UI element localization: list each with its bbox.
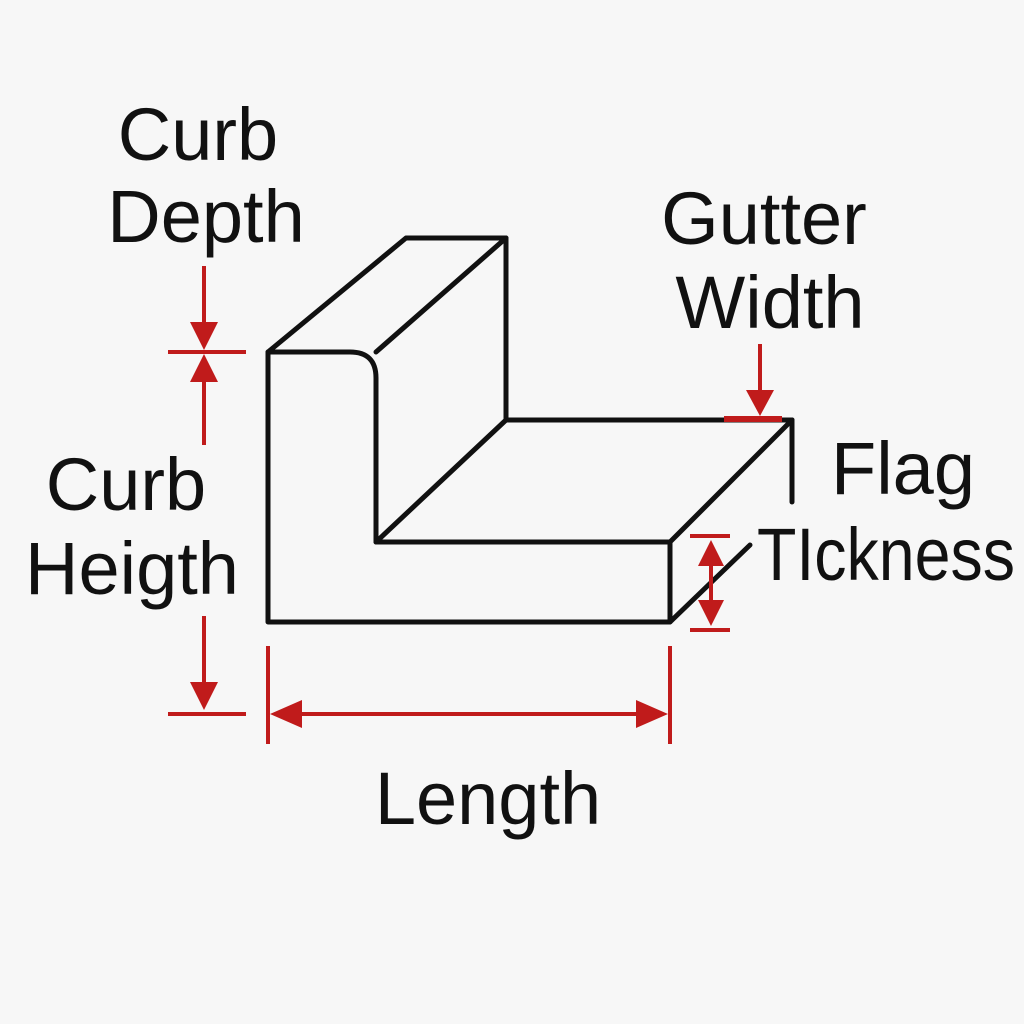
curb-height-dimension bbox=[168, 616, 246, 716]
flag-thickness-down-arrow bbox=[698, 600, 724, 626]
length-label: Length bbox=[375, 757, 601, 840]
length-right-arrow bbox=[636, 700, 668, 728]
curb-depth-dimension bbox=[168, 266, 246, 445]
curb-depth-up-arrow bbox=[190, 354, 218, 382]
gutter-width-arrow bbox=[746, 390, 774, 416]
gutter-right-top-edge bbox=[667, 417, 795, 545]
curb-top-face bbox=[265, 235, 509, 355]
curb-depth-label-line2: Depth bbox=[107, 175, 304, 258]
inner-diagonal-edge bbox=[373, 417, 509, 545]
flag-thickness-dimension bbox=[690, 534, 730, 632]
front-face bbox=[265, 349, 673, 625]
flag-thickness-up-arrow bbox=[698, 540, 724, 566]
gutter-width-dimension bbox=[724, 344, 782, 422]
curb-height-down-arrow bbox=[190, 682, 218, 710]
length-left-arrow bbox=[270, 700, 302, 728]
curb-height-label-line2: Heigth bbox=[25, 527, 239, 610]
curb-gutter-shape bbox=[265, 235, 795, 625]
gutter-width-label-line1: Gutter bbox=[661, 177, 867, 260]
flag-thickness-label-line2: TIckness bbox=[757, 513, 1015, 596]
curb-depth-label-line1: Curb bbox=[118, 93, 278, 176]
curb-depth-down-arrow bbox=[190, 322, 218, 350]
flag-thickness-label-line1: Flag bbox=[831, 427, 975, 510]
length-dimension bbox=[266, 646, 672, 744]
gutter-width-label-line2: Width bbox=[675, 261, 864, 344]
curb-height-label-line1: Curb bbox=[46, 443, 206, 526]
